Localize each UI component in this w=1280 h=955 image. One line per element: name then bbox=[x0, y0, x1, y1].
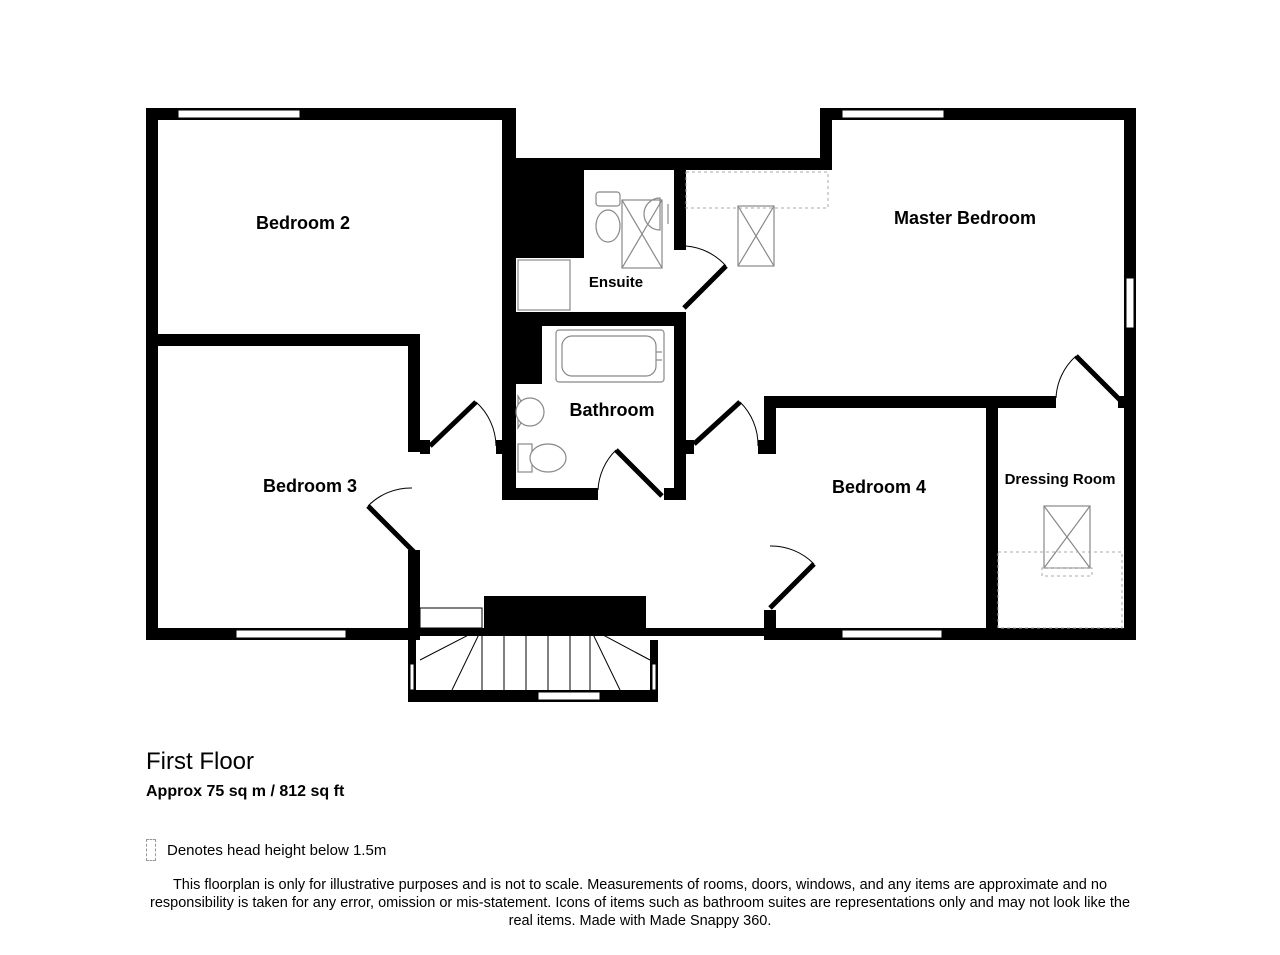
room-label-master-bedroom: Master Bedroom bbox=[894, 208, 1036, 228]
toilet-icon bbox=[517, 443, 567, 473]
disclaimer: This floorplan is only for illustrative … bbox=[150, 877, 1131, 929]
walls bbox=[146, 108, 1136, 702]
legend: Denotes head height below 1.5m bbox=[146, 838, 386, 862]
low-head-height-areas bbox=[685, 171, 1123, 629]
shower-tray-icon bbox=[517, 259, 571, 311]
skylight-icon bbox=[737, 205, 775, 267]
toilet-icon bbox=[595, 191, 621, 243]
room-label-dressing-room: Dressing Room bbox=[1005, 471, 1116, 488]
floor-title: First Floor bbox=[146, 748, 254, 775]
room-label-bathroom: Bathroom bbox=[570, 400, 655, 420]
fixtures bbox=[515, 191, 669, 473]
room-label-bedroom-4: Bedroom 4 bbox=[832, 477, 926, 497]
low-head-height-swatch bbox=[146, 839, 156, 861]
room-labels: Bedroom 2 Ensuite Master Bedroom Bathroo… bbox=[256, 208, 1115, 497]
staircase bbox=[419, 607, 651, 691]
legend-text: Denotes head height below 1.5m bbox=[167, 841, 387, 859]
doors bbox=[366, 245, 1122, 610]
windows bbox=[177, 109, 1135, 701]
skylight-icon bbox=[621, 199, 663, 269]
room-label-bedroom-3: Bedroom 3 bbox=[263, 476, 357, 496]
skylights bbox=[621, 199, 1091, 569]
room-label-ensuite: Ensuite bbox=[589, 274, 643, 291]
room-label-bedroom-2: Bedroom 2 bbox=[256, 213, 350, 233]
basin-icon bbox=[515, 394, 545, 430]
floor-area: Approx 75 sq m / 812 sq ft bbox=[146, 783, 345, 800]
skylight-icon bbox=[1043, 505, 1091, 569]
floor-plan: Bedroom 2 Ensuite Master Bedroom Bathroo… bbox=[146, 108, 1136, 702]
bath-icon bbox=[555, 329, 665, 383]
